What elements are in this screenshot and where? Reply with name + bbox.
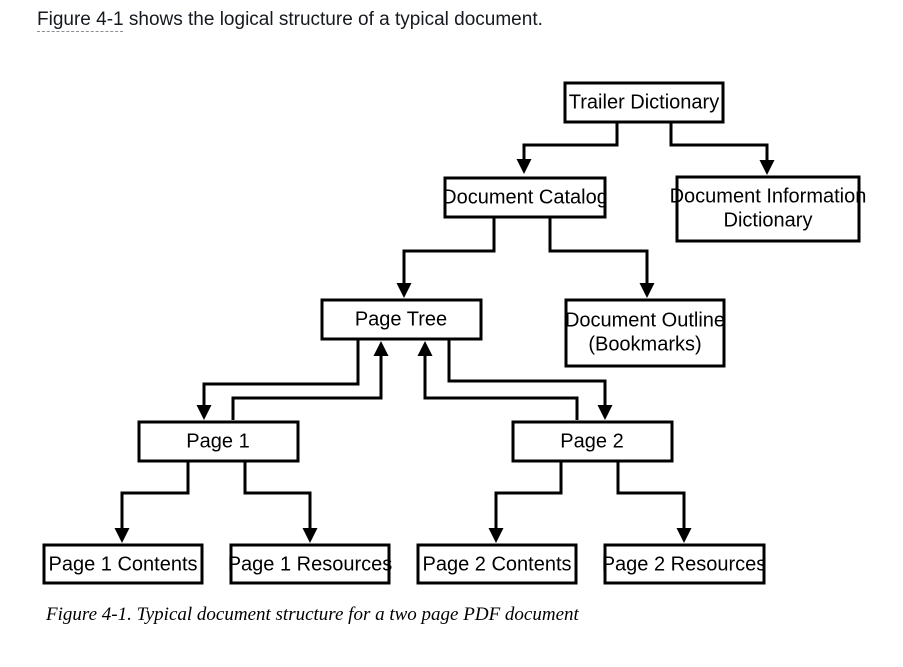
node-label: Page Tree	[355, 308, 447, 330]
node-label: Trailer Dictionary	[569, 91, 719, 113]
node-trailer-dictionary: Trailer Dictionary	[563, 81, 725, 124]
node-label-line2: Dictionary	[724, 209, 813, 231]
node-page-1-resources: Page 1 Resources	[228, 543, 393, 585]
node-page-2-resources: Page 2 Resources	[602, 543, 767, 585]
node-page-1-contents: Page 1 Contents	[42, 543, 204, 585]
edge-page1-to-contents	[114, 461, 190, 543]
edge-page1-to-pagetree	[231, 341, 389, 420]
node-label: Page 1 Resources	[228, 553, 393, 575]
node-document-catalog: Document Catalog	[442, 176, 608, 219]
intro-text-rest: shows the logical structure of a typical…	[123, 9, 543, 30]
node-label-line1: Document Outline	[565, 309, 725, 331]
figure-caption: Figure 4-1. Typical document structure f…	[46, 604, 579, 625]
edge-catalog-to-pagetree	[396, 217, 496, 298]
edge-page2-to-pagetree	[417, 341, 579, 420]
edge-pagetree-to-page1	[196, 339, 360, 420]
node-document-outline: Document Outline (Bookmarks)	[564, 298, 726, 368]
intro-text: Figure 4-1 shows the logical structure o…	[37, 9, 543, 31]
node-page-2: Page 2	[511, 420, 674, 463]
edge-page1-to-resources	[243, 461, 318, 543]
edge-page2-to-contents	[488, 461, 563, 543]
node-page-2-contents: Page 2 Contents	[416, 543, 578, 585]
node-label: Page 1	[186, 430, 249, 452]
node-page-tree: Page Tree	[320, 298, 483, 341]
node-label: Page 2 Resources	[602, 553, 767, 575]
figure-reference-link[interactable]: Figure 4-1	[37, 9, 124, 30]
edge-page2-to-resources	[616, 461, 692, 543]
node-document-information-dictionary: Document Information Dictionary	[670, 175, 867, 243]
node-label: Page 1 Contents	[49, 553, 198, 575]
node-label: Document Catalog	[442, 186, 608, 208]
diagram-edges	[114, 122, 775, 543]
node-label: Page 2 Contents	[423, 553, 572, 575]
edge-pagetree-to-page2	[447, 339, 613, 420]
node-label: Page 2	[560, 430, 623, 452]
edge-trailer-to-catalog	[516, 122, 619, 174]
node-label-line2: (Bookmarks)	[588, 333, 701, 355]
node-label-line1: Document Information	[670, 185, 867, 207]
edge-catalog-to-outline	[548, 217, 655, 298]
edge-trailer-to-info	[669, 122, 775, 175]
node-page-1: Page 1	[137, 420, 300, 463]
